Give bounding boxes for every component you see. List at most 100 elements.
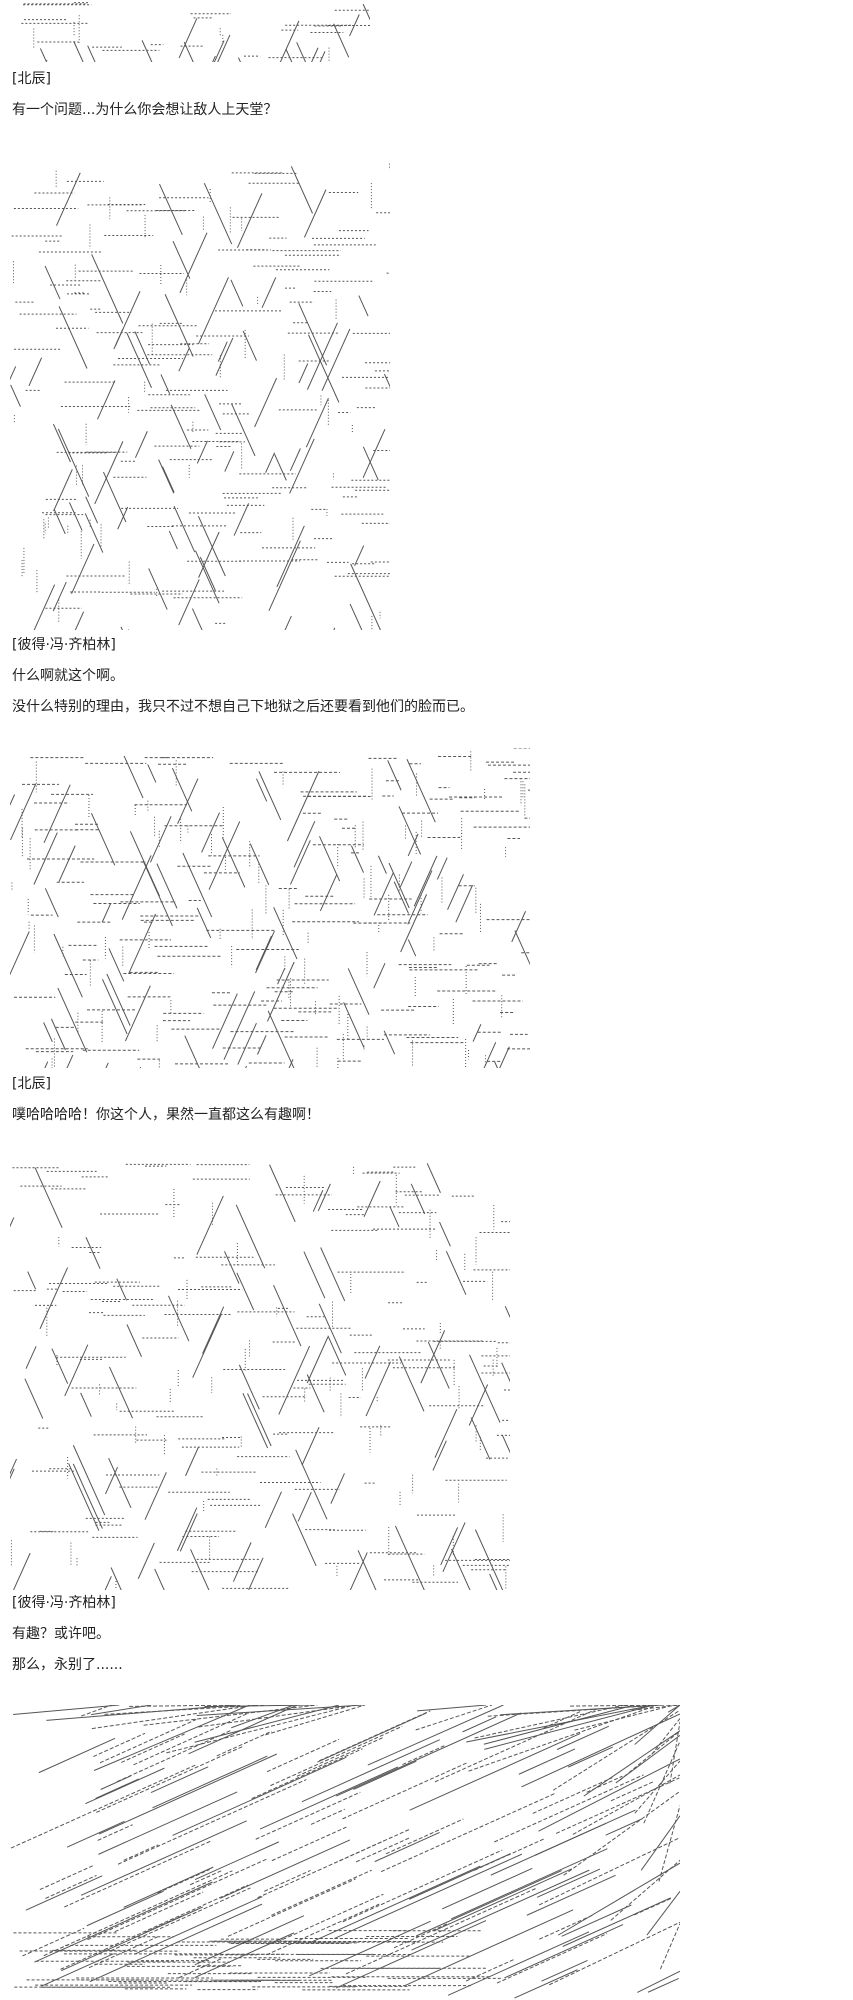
art-stroke <box>349 603 363 630</box>
art-stroke <box>179 232 208 294</box>
art-stroke <box>539 1914 594 1940</box>
art-stroke <box>317 1712 427 1763</box>
art-stroke <box>451 1548 471 1590</box>
art-stroke <box>427 1341 450 1389</box>
ascii-art-strokes <box>10 1163 510 1590</box>
art-stroke <box>10 1764 196 1849</box>
art-stroke <box>583 1730 680 1797</box>
art-stroke <box>410 1183 426 1215</box>
art-stroke <box>355 1837 411 1863</box>
art-stroke <box>377 855 387 874</box>
art-stroke <box>570 1705 680 1707</box>
art-stroke <box>567 1746 613 1768</box>
art-stroke <box>227 1878 356 1937</box>
art-stroke <box>172 1756 347 1836</box>
art-stroke <box>373 962 386 989</box>
art-stroke <box>667 1705 680 1713</box>
art-stroke <box>90 813 116 866</box>
art-stroke <box>363 1180 381 1218</box>
art-stroke <box>407 833 419 857</box>
art-stroke <box>33 832 58 885</box>
art-stroke <box>306 1336 329 1384</box>
art-stroke <box>541 1959 588 1982</box>
art-stroke <box>73 41 84 62</box>
art-stroke <box>309 1920 431 1977</box>
art-stroke <box>319 51 326 62</box>
art-stroke <box>91 254 124 324</box>
art-stroke <box>330 1473 345 1504</box>
art-stroke <box>415 1705 493 1731</box>
art-stroke <box>393 1922 450 1949</box>
art-stroke <box>212 993 238 1049</box>
art-stroke <box>10 783 37 841</box>
art-stroke <box>445 1250 467 1295</box>
art-stroke <box>610 1859 680 1921</box>
art-stroke <box>10 366 17 381</box>
art-stroke <box>474 1838 545 1871</box>
art-stroke <box>148 568 168 610</box>
art-stroke <box>101 903 112 923</box>
ascii-art-strokes <box>10 163 390 630</box>
art-stroke <box>38 1737 116 1774</box>
art-stroke <box>93 1732 146 1757</box>
art-stroke <box>501 1434 510 1454</box>
art-stroke <box>561 1904 632 1937</box>
art-stroke <box>415 1870 562 1937</box>
art-stroke <box>254 377 278 428</box>
art-stroke <box>308 334 340 403</box>
art-stroke <box>273 907 298 960</box>
art-stroke <box>494 1774 644 1843</box>
art-stroke <box>309 1865 481 1944</box>
art-stroke <box>43 784 71 844</box>
art-stroke <box>343 1002 365 1048</box>
art-stroke <box>197 515 226 577</box>
art-stroke <box>185 1446 199 1477</box>
art-stroke <box>306 1374 325 1413</box>
art-stroke <box>224 451 235 472</box>
art-stroke <box>88 1936 158 1969</box>
art-stroke <box>236 193 263 248</box>
art-stroke <box>266 1738 340 1773</box>
art-stroke <box>504 1924 624 1979</box>
art-stroke <box>334 1853 523 1939</box>
art-stroke <box>483 1042 497 1068</box>
art-stroke <box>46 1705 236 1721</box>
art-stroke <box>289 448 301 472</box>
dialogue-line: 没什么特别的理由，我只不过不想自己下地狱之后还要看到他们的脸而已。 <box>12 699 474 715</box>
art-stroke <box>10 384 21 407</box>
art-stroke <box>398 1356 425 1412</box>
art-stroke <box>204 394 222 431</box>
art-stroke <box>659 1923 680 1970</box>
art-stroke <box>409 1732 581 1811</box>
art-stroke <box>327 1335 347 1376</box>
art-stroke <box>44 265 61 300</box>
art-stroke <box>93 1705 250 1771</box>
art-stroke <box>81 1705 112 1717</box>
art-stroke <box>615 1735 680 1784</box>
art-stroke <box>13 1552 31 1590</box>
art-stroke <box>362 446 379 481</box>
art-stroke <box>190 1549 210 1590</box>
art-stroke <box>158 459 175 494</box>
dialogue-line: 什么啊就这个啊。 <box>12 668 124 684</box>
art-stroke <box>358 295 369 317</box>
ascii-art-panel-character-2 <box>10 748 530 1068</box>
art-stroke <box>221 837 246 888</box>
art-stroke <box>121 1733 185 1763</box>
art-stroke <box>60 1884 249 1970</box>
art-stroke <box>511 911 527 943</box>
art-stroke <box>66 1820 125 1848</box>
art-stroke <box>133 1712 248 1766</box>
art-stroke <box>176 1507 198 1551</box>
art-stroke <box>109 1366 134 1419</box>
art-stroke <box>362 3 370 20</box>
art-stroke <box>362 428 386 479</box>
art-stroke <box>178 18 198 59</box>
art-stroke <box>164 294 194 357</box>
art-stroke <box>518 1748 576 1775</box>
art-stroke <box>393 881 410 914</box>
art-stroke <box>53 933 83 998</box>
art-stroke <box>273 1284 302 1347</box>
art-stroke <box>236 1272 255 1311</box>
speaker-label: [北辰] <box>12 1076 51 1092</box>
